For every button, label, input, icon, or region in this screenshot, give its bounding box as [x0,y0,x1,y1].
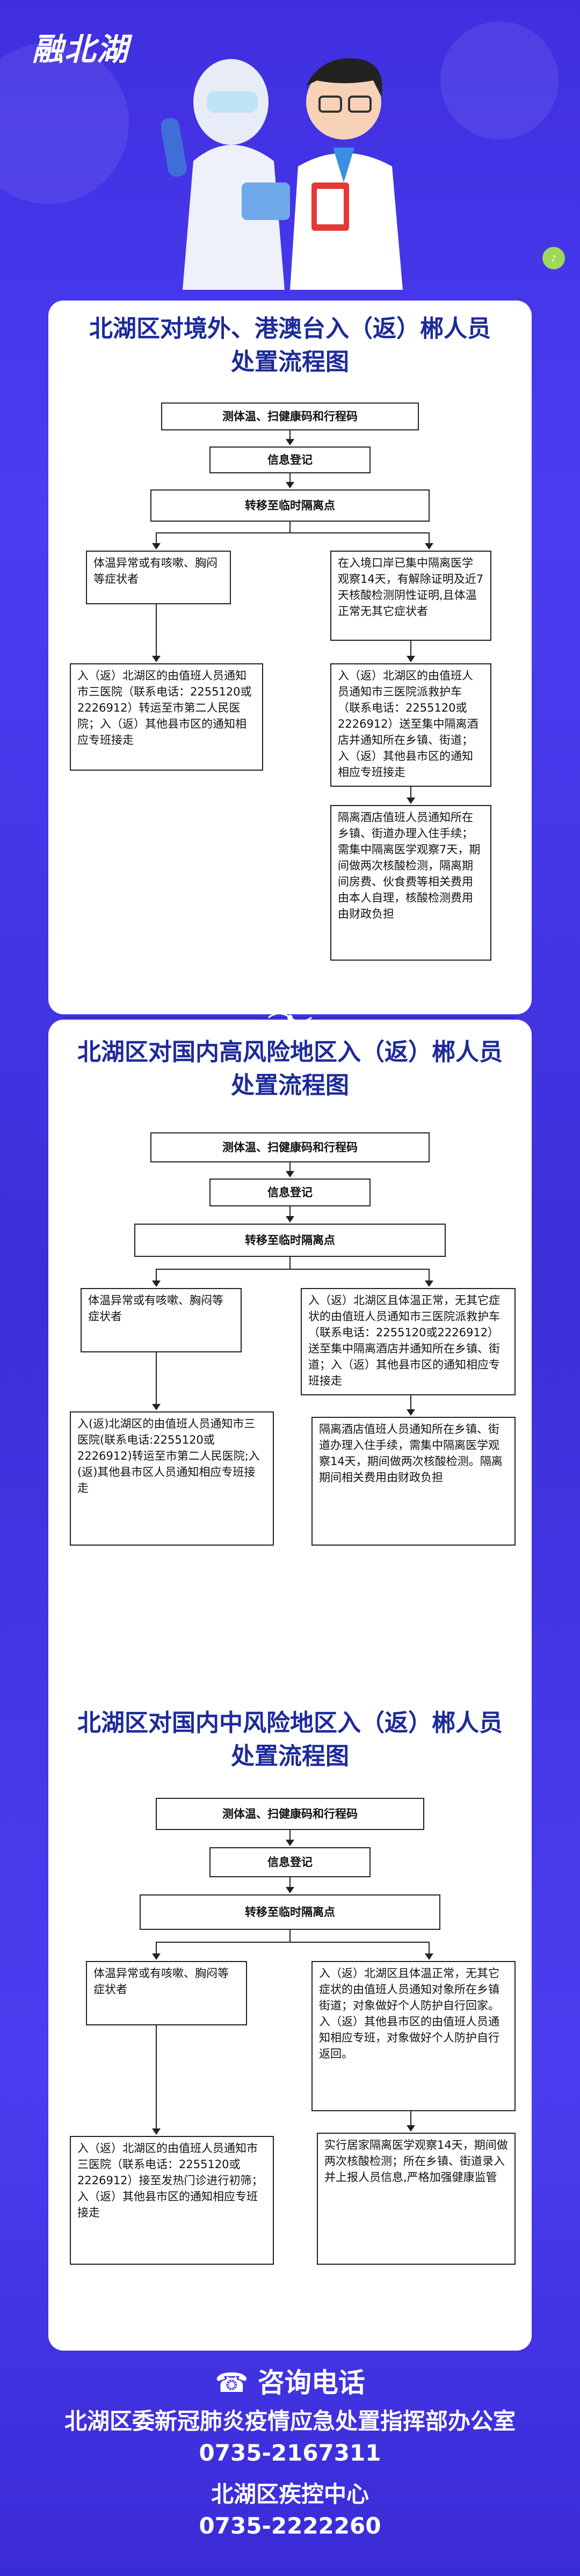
title-line: 处置流程图 [231,348,349,376]
title-line: 北湖区对境外、港澳台入（返）郴人员 [89,315,491,342]
cdc-name: 北湖区疾控中心 [211,2481,369,2507]
app-logo: 融北湖 [32,31,129,68]
cdc-phone[interactable]: 0735-2222260 [199,2513,381,2539]
card-title: 北湖区对国内中风险地区入（返）郴人员 处置流程图 [48,1707,532,1773]
hotline-label: 咨询电话 [257,2367,365,2398]
flow-box: 入（返）北湖区且体温正常，无其它症状的由值班人员通知对象所在乡镇街道；对象做好个… [311,1961,516,2111]
step-box: 转移至临时隔离点 [140,1894,440,1930]
hotline-heading: ☎ 咨询电话 [0,2361,580,2400]
flow-card-medium-risk: 北湖区对国内中风险地区入（返）郴人员 处置流程图 测体温、扫健康码和行程码 信息… [48,1685,532,2351]
office-name: 北湖区委新冠肺炎疫情应急处置指挥部办公室 [64,2408,516,2434]
phone-icon: ☎ [215,2367,258,2398]
flow-box: 体温异常或有咳嗽、胸闷等症状者 [86,1961,247,2025]
flow-box: 实行居家隔离医学观察14天，期间做两次核酸检测；所在乡镇、街道录入并上报人员信息… [317,2133,516,2265]
flow-box: 入（返）北湖区且体温正常，无其它症状的由值班人员通知市三医院派救护车（联系电话：… [301,1288,516,1395]
flow-box: 在入境口岸已集中隔离医学观察14天，有解除证明及近7天核酸检测阴性证明,且体温正… [330,551,491,641]
doctors-illustration [161,58,403,290]
flow-box: 隔离酒店值班人员通知所在乡镇、街道办理入住手续；需集中隔离医学观察7天，期间做两… [330,805,491,961]
card-title: 北湖区对境外、港澳台入（返）郴人员 处置流程图 [48,312,532,379]
title-line: 北湖区对国内高风险地区入（返）郴人员 [77,1038,503,1066]
card-title: 北湖区对国内高风险地区入（返）郴人员 处置流程图 [48,1036,532,1102]
step-box: 测体温、扫健康码和行程码 [156,1798,424,1830]
decor-badge: ♪ [542,247,565,269]
title-line: 处置流程图 [231,1743,349,1770]
flow-card-overseas: 北湖区对境外、港澳台入（返）郴人员 处置流程图 测体温、扫健康码和行程码 信息登… [48,301,532,1014]
decor-circle [0,43,129,204]
hero-banner: 融北湖 ♪ [0,0,580,301]
office-phone[interactable]: 0735-2167311 [199,2440,381,2466]
title-line: 北湖区对国内中风险地区入（返）郴人员 [77,1709,503,1737]
flow-card-high-risk: 北湖区对国内高风险地区入（返）郴人员 处置流程图 测体温、扫健康码和行程码 信息… [48,1020,532,1712]
step-box: 信息登记 [209,1847,371,1877]
flow-box: 入(返)北湖区的由值班人员通知市三医院(联系电话:2255120或2226912… [70,1411,274,1546]
decor-circle [440,21,559,140]
flow-box: 入（返）北湖区的由值班人员通知市三医院（联系电话：2255120或2226912… [70,2136,274,2265]
flow-box: 体温异常或有咳嗽、胸闷等症状者 [81,1288,242,1352]
flow-box: 隔离酒店值班人员通知所在乡镇、街道办理入住手续，需集中隔离医学观察14天，期间做… [311,1417,516,1546]
step-box: 信息登记 [209,447,371,473]
step-box: 信息登记 [209,1179,371,1206]
step-box: 测体温、扫健康码和行程码 [150,1132,430,1162]
flow-box: 体温异常或有咳嗽、胸闷等症状者 [86,551,231,604]
flow-box: 入（返）北湖区的由值班人员通知市三医院派救护车（联系电话：2255120或222… [330,663,491,787]
step-box: 测体温、扫健康码和行程码 [161,402,419,430]
title-line: 处置流程图 [231,1072,349,1099]
step-box: 转移至临时隔离点 [150,489,430,522]
flow-box: 入（返）北湖区的由值班人员通知市三医院（联系电话：2255120或2226912… [70,663,263,771]
step-box: 转移至临时隔离点 [134,1224,446,1257]
